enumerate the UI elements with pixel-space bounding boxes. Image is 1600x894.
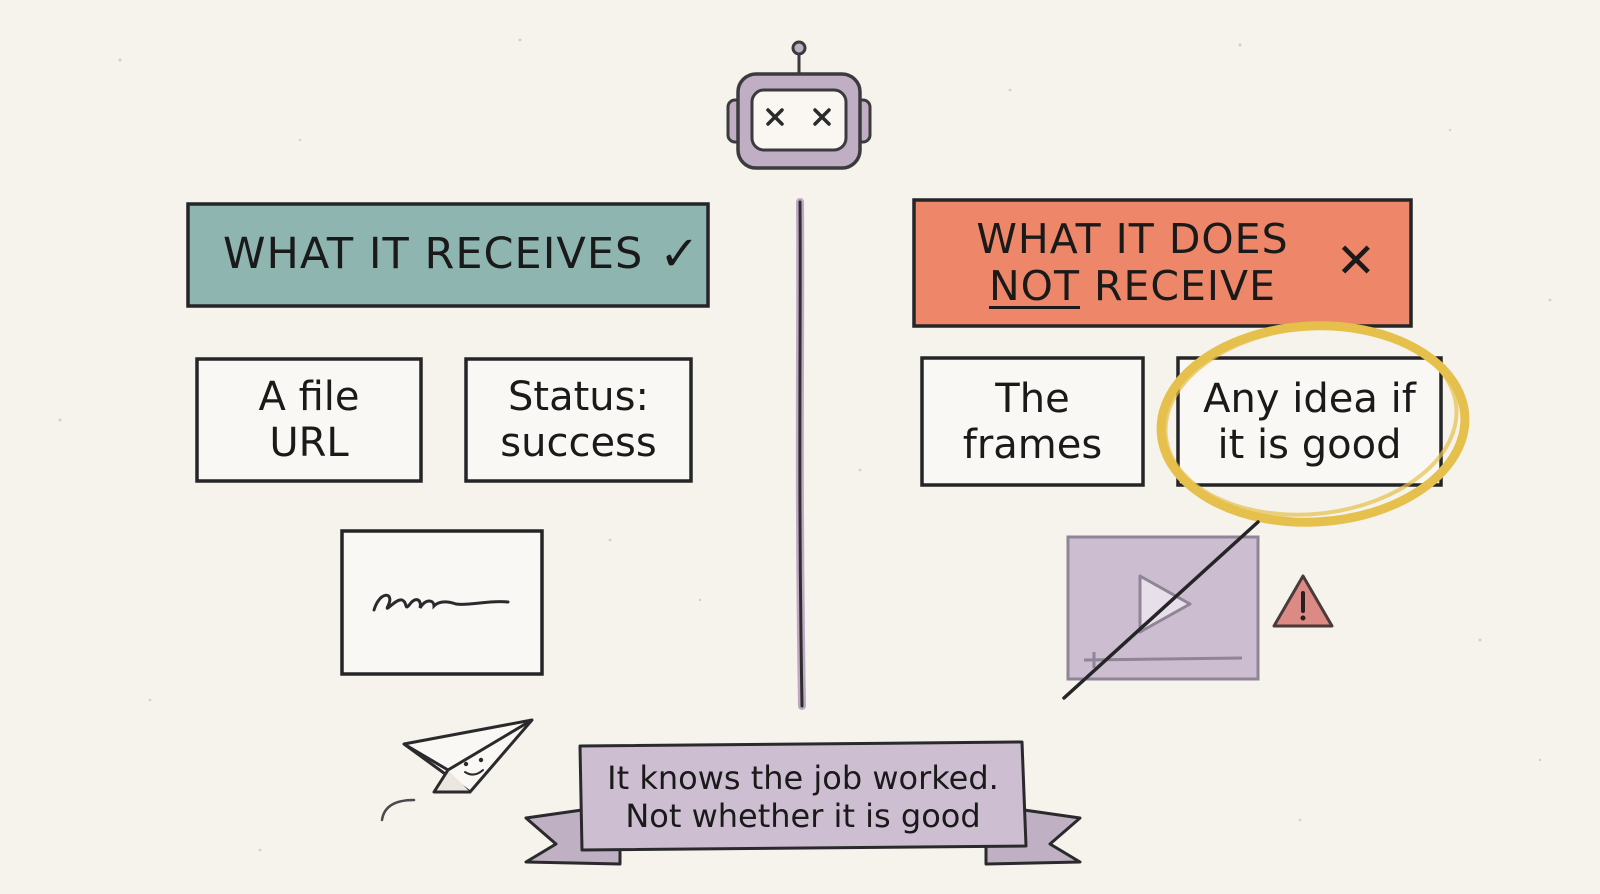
banner-line1: It knows the job worked. xyxy=(607,758,999,797)
not-received-header-box xyxy=(912,198,1413,328)
banner-ribbon xyxy=(524,740,1082,866)
received-header-box xyxy=(186,202,710,308)
card-status-success xyxy=(464,357,693,483)
banner-line2: Not whether it is good xyxy=(625,797,981,835)
card-file-url-text: A file URL xyxy=(197,359,421,481)
card-frames-line2: frames xyxy=(962,421,1103,468)
card-good-line2: it is good xyxy=(1217,421,1402,468)
card-status-line2: success xyxy=(500,420,657,466)
not-received-header-line1: WHAT IT DOES xyxy=(976,214,1289,263)
highlight-circle xyxy=(1156,321,1470,527)
card-the-frames xyxy=(920,356,1145,487)
squiggle-document-icon xyxy=(340,529,544,676)
card-file-url xyxy=(195,357,423,483)
card-frames-line1: The xyxy=(995,375,1070,422)
banner-text: It knows the job worked. Not whether it … xyxy=(582,746,1024,848)
paper-plane-icon xyxy=(380,718,534,822)
card-file-url-line2: URL xyxy=(269,420,349,466)
paper-texture xyxy=(58,38,1552,852)
card-status-text: Status: success xyxy=(466,359,691,481)
robot-icon xyxy=(726,40,872,170)
x-icon: ✕ xyxy=(1335,233,1377,289)
card-any-idea-good xyxy=(1176,356,1443,487)
not-received-header-not: NOT xyxy=(989,262,1080,310)
received-header: WHAT IT RECEIVES ✓ xyxy=(188,204,708,306)
not-received-header-rest: RECEIVE xyxy=(1094,262,1276,310)
received-header-title: WHAT IT RECEIVES xyxy=(223,229,644,280)
card-good-text: Any idea if it is good xyxy=(1178,358,1441,485)
card-frames-text: The frames xyxy=(922,358,1143,485)
warning-icon xyxy=(1272,574,1334,628)
card-file-url-line1: A file xyxy=(258,374,360,420)
card-status-line1: Status: xyxy=(508,374,649,420)
card-good-line1: Any idea if xyxy=(1203,375,1416,422)
not-received-header: WHAT IT DOES NOT RECEIVE ✕ xyxy=(914,200,1411,326)
crossed-video-icon xyxy=(1062,520,1260,700)
check-icon: ✓ xyxy=(659,226,701,283)
